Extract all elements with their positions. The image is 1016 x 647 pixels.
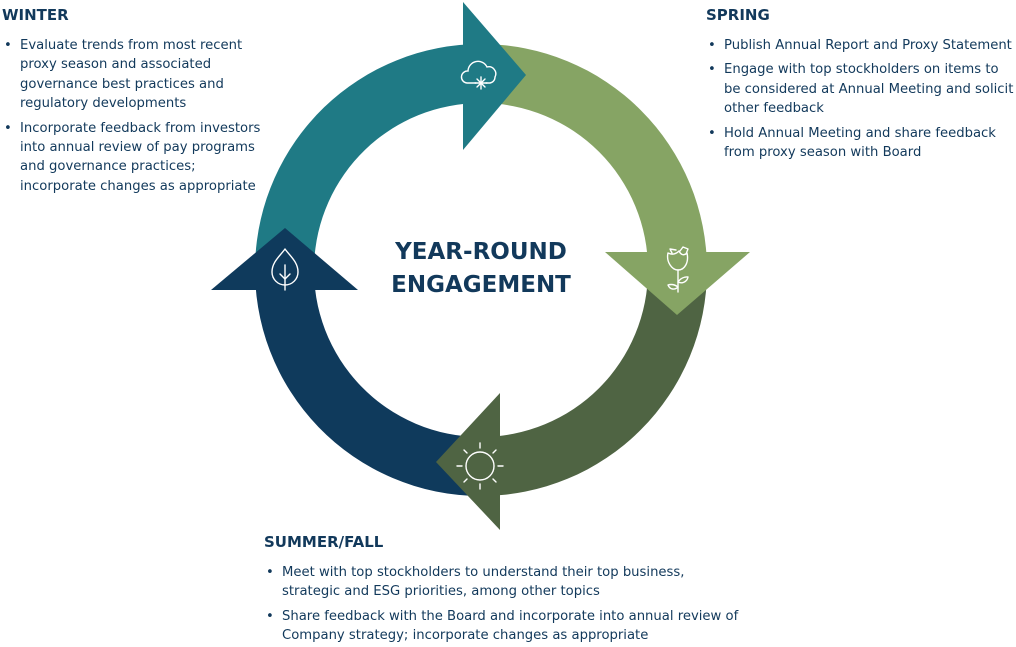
summer-fall-list: Meet with top stockholders to understand…: [264, 563, 744, 646]
center-title: YEAR-ROUND ENGAGEMENT: [381, 236, 581, 302]
fall-ring-segment: [255, 262, 481, 496]
winter-section: WINTER Evaluate trends from most recent …: [2, 6, 272, 196]
center-title-line-1: YEAR-ROUND: [395, 239, 567, 265]
spring-item: Publish Annual Report and Proxy Statemen…: [706, 36, 1016, 56]
winter-arrow-head: [463, 2, 526, 150]
summer-fall-heading: SUMMER/FALL: [264, 533, 384, 551]
summer-fall-ring-segment: [481, 270, 707, 496]
spring-ring-segment: [481, 44, 707, 270]
winter-list: Evaluate trends from most recent proxy s…: [2, 36, 272, 196]
spring-item: Engage with top stockholders on items to…: [706, 60, 1016, 118]
winter-heading: WINTER: [2, 6, 69, 24]
summer-fall-item: Meet with top stockholders to understand…: [264, 563, 744, 602]
fall-arrow-head: [211, 228, 358, 290]
winter-ring-segment: [255, 44, 481, 265]
cloud-snow-icon: [460, 60, 497, 90]
winter-item: Evaluate trends from most recent proxy s…: [2, 36, 272, 114]
spring-list: Publish Annual Report and Proxy Statemen…: [706, 36, 1016, 162]
summer-fall-section: SUMMER/FALL Meet with top stockholders t…: [264, 533, 744, 646]
summer-fall-item: Share feedback with the Board and incorp…: [264, 607, 744, 646]
spring-item: Hold Annual Meeting and share feedback f…: [706, 124, 1016, 163]
center-title-line-2: ENGAGEMENT: [391, 272, 571, 298]
spring-heading: SPRING: [706, 6, 770, 24]
rose-icon: [666, 246, 689, 293]
summer-fall-arrow-head: [436, 393, 500, 530]
winter-item: Incorporate feedback from investors into…: [2, 119, 272, 197]
spring-section: SPRING Publish Annual Report and Proxy S…: [706, 6, 1016, 162]
leaf-icon: [271, 248, 299, 291]
sun-icon: [456, 442, 504, 490]
